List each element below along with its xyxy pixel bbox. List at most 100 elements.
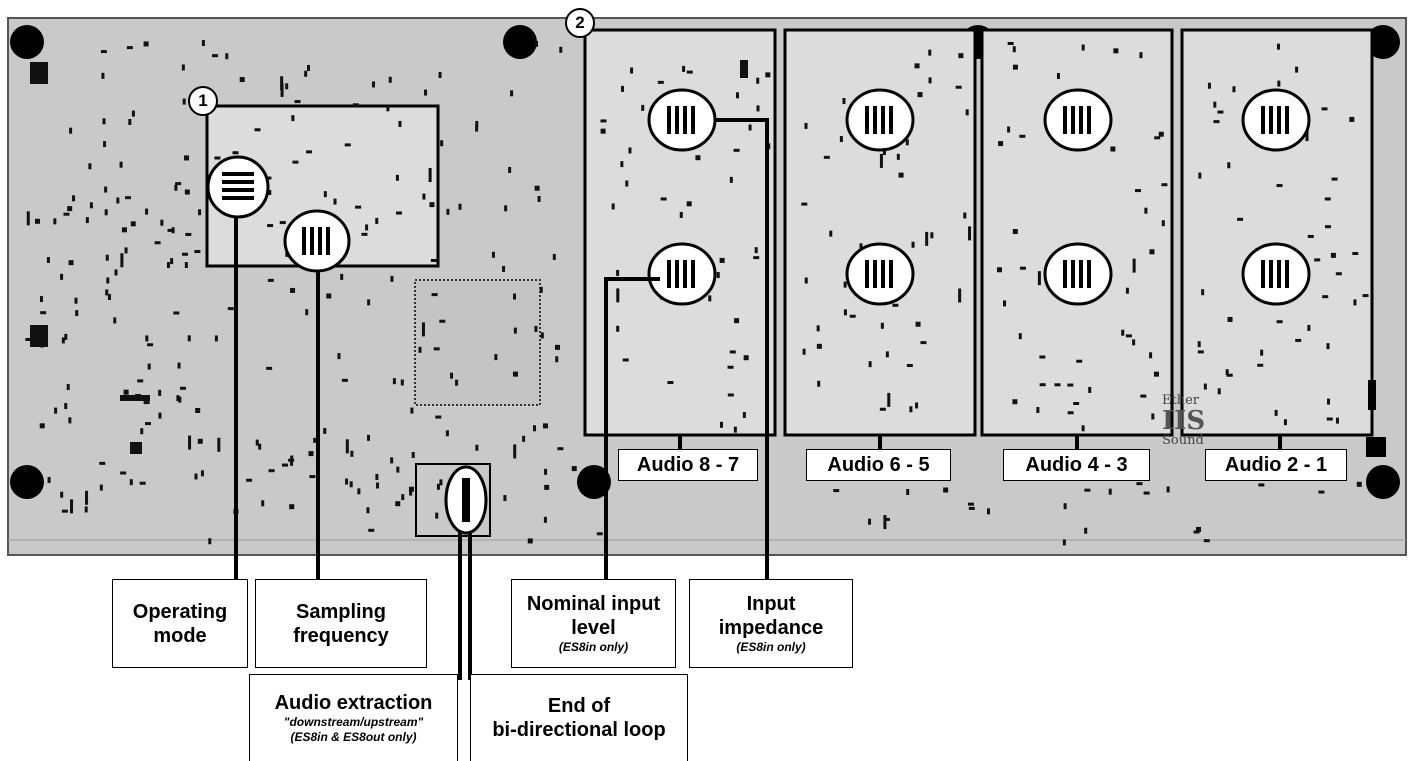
smd-component: [352, 103, 359, 107]
smd-component: [1139, 52, 1143, 59]
smd-component: [1076, 359, 1083, 363]
smd-component: [63, 212, 70, 216]
smd-component: [121, 227, 127, 233]
smd-component: [544, 468, 548, 475]
smd-component: [1081, 425, 1085, 432]
audio-extraction-area: [415, 463, 491, 537]
smd-component: [1207, 82, 1211, 89]
smd-component: [513, 293, 517, 300]
smd-component: [75, 310, 79, 317]
smd-component: [1003, 300, 1007, 307]
smd-component: [333, 198, 337, 205]
smd-component: [1134, 189, 1141, 193]
smd-component: [143, 401, 150, 405]
smd-component: [930, 232, 934, 239]
smd-component: [1039, 355, 1046, 359]
smd-component: [105, 289, 109, 296]
switch-lever: [1087, 106, 1091, 134]
smd-component: [208, 538, 212, 545]
smd-component: [440, 140, 444, 147]
smd-component: [616, 325, 620, 332]
smd-component: [1154, 136, 1161, 140]
switch-lever: [1269, 106, 1273, 134]
smd-component: [802, 348, 806, 355]
smd-component: [1007, 126, 1011, 133]
smd-component: [892, 303, 899, 307]
smd-component: [1324, 197, 1331, 201]
smd-component: [600, 119, 607, 123]
smd-component: [254, 128, 261, 132]
input-impedance-switch-6-5: [845, 88, 915, 152]
smd-component: [727, 365, 734, 369]
smd-component: [64, 333, 68, 340]
switch-lever: [667, 106, 671, 134]
sampling-frequency-switch: [283, 209, 351, 273]
smd-component: [182, 98, 186, 105]
smd-component: [765, 72, 771, 78]
smd-component: [1081, 44, 1085, 51]
smd-component: [1330, 252, 1336, 258]
smd-component: [396, 466, 400, 473]
smd-component: [965, 109, 969, 116]
smd-component: [1019, 266, 1026, 270]
switch-lever: [1071, 106, 1075, 134]
smd-component: [925, 231, 929, 246]
smd-component: [729, 176, 733, 183]
smd-component: [1356, 481, 1362, 487]
smd-component: [104, 209, 108, 216]
smd-component: [571, 466, 577, 472]
audio-label-6-5: Audio 6 - 5: [806, 449, 951, 481]
smd-component: [68, 260, 74, 266]
smd-component: [1161, 183, 1168, 187]
smd-component: [920, 341, 927, 345]
switch-levers: [222, 106, 1289, 522]
smd-component: [268, 469, 275, 473]
smd-component: [285, 83, 289, 90]
smd-component: [510, 90, 514, 97]
smd-component: [225, 53, 229, 60]
smd-component: [522, 435, 526, 442]
smd-component: [194, 250, 201, 254]
smd-component: [421, 322, 425, 337]
smd-component: [120, 253, 124, 268]
smd-component: [883, 515, 887, 530]
smd-component: [1113, 48, 1119, 54]
smd-component: [24, 465, 28, 472]
smd-component: [124, 247, 128, 254]
smd-component: [430, 258, 437, 262]
smd-component: [365, 224, 369, 231]
smd-component: [1149, 352, 1153, 359]
smd-component: [126, 46, 133, 50]
smd-component: [368, 528, 375, 532]
smd-component: [1166, 486, 1170, 493]
smd-component: [1277, 80, 1281, 87]
smd-component: [158, 389, 162, 396]
smd-component: [540, 332, 544, 339]
smd-component: [177, 362, 181, 369]
smd-component: [1326, 417, 1333, 421]
smd-component: [390, 457, 394, 464]
nominal-level-switch-2-1: [1241, 242, 1311, 306]
ethersound-logo: Ether IIS Sound: [1162, 394, 1222, 458]
smd-component: [1295, 66, 1299, 73]
smd-component: [439, 479, 443, 486]
smd-component: [267, 278, 274, 282]
smd-component: [188, 435, 192, 450]
smd-component: [955, 85, 962, 89]
smd-component: [1121, 329, 1125, 336]
smd-component: [85, 490, 89, 505]
smd-component: [534, 325, 538, 332]
smd-component: [147, 363, 151, 370]
switch-lever: [675, 106, 679, 134]
smd-component: [1132, 258, 1136, 273]
smd-component: [395, 174, 399, 181]
smd-component: [503, 495, 507, 502]
pcb-components: [24, 40, 1369, 546]
smd-component: [395, 501, 401, 507]
smd-component: [53, 218, 57, 225]
smd-component: [1153, 371, 1159, 377]
smd-component: [366, 434, 370, 441]
smd-component: [1088, 386, 1092, 393]
switch-lever: [675, 260, 679, 288]
smd-component: [1012, 399, 1018, 405]
